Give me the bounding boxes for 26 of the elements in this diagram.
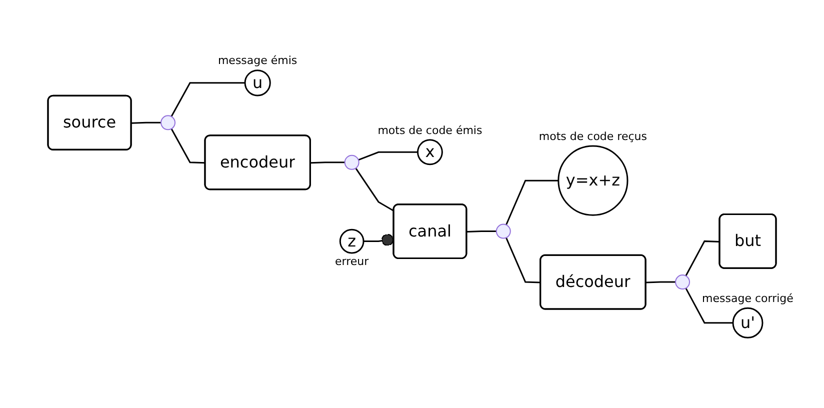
connector	[466, 230, 496, 233]
connector	[170, 128, 206, 164]
connector	[355, 168, 394, 212]
connector	[132, 122, 162, 124]
node-circle: u'	[732, 307, 764, 338]
node-circle	[675, 274, 690, 290]
node-circle: x	[416, 139, 443, 166]
node-circle: z	[339, 228, 364, 254]
connector	[505, 180, 558, 226]
node-circle	[496, 224, 511, 239]
node-circle: u	[244, 70, 271, 96]
connector	[310, 162, 345, 164]
node-caption: message émis	[218, 54, 298, 68]
node-circle	[160, 115, 176, 130]
node-caption: message corrigé	[702, 292, 794, 306]
connector	[685, 240, 720, 276]
node-caption: mots de code reçus	[538, 130, 647, 144]
connector	[505, 237, 541, 284]
connector	[364, 234, 394, 246]
node-caption: erreur	[335, 255, 369, 268]
connector	[170, 82, 246, 117]
connector	[646, 281, 676, 284]
node-caption: mots de code émis	[378, 124, 482, 137]
node-circle: y=x+z	[558, 145, 628, 216]
node-circle	[344, 154, 360, 170]
connector	[358, 151, 418, 161]
